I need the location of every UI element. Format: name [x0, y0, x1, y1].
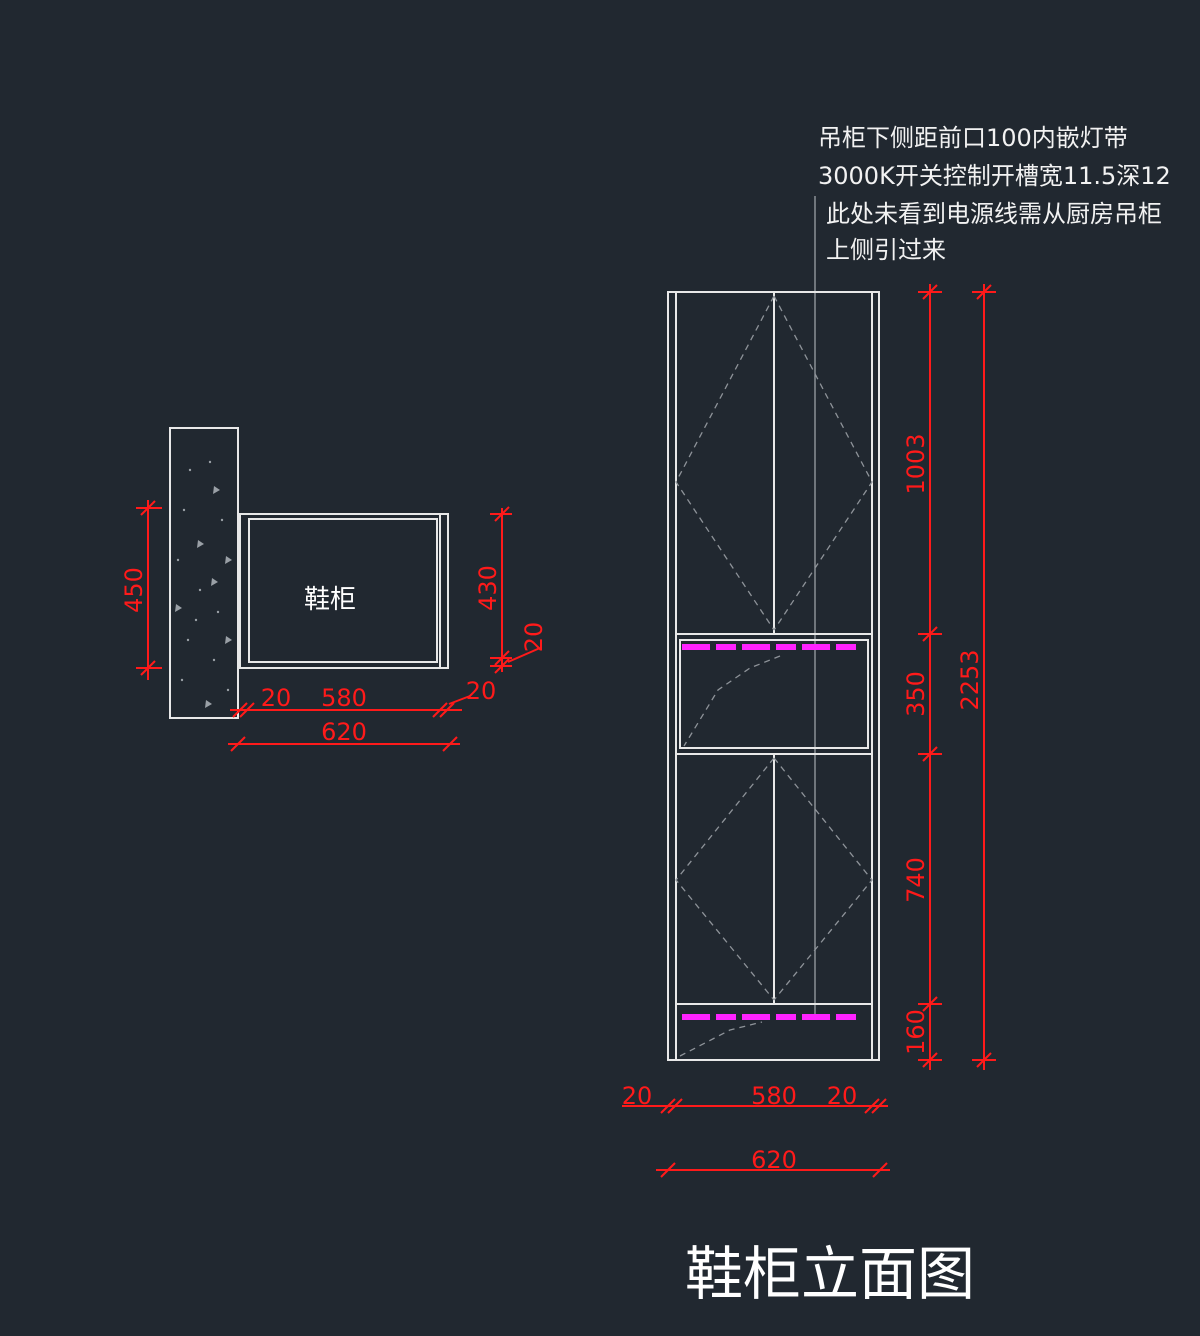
dim-elev-total-height: 2253	[956, 284, 996, 1070]
svg-text:580: 580	[321, 684, 367, 712]
lower-left-door-swing	[675, 757, 775, 1001]
svg-text:580: 580	[751, 1082, 797, 1110]
plan-view: 鞋柜 450 430 20	[120, 427, 548, 752]
plan-wall	[169, 427, 239, 719]
plan-cabinet-label: 鞋柜	[304, 585, 356, 615]
niche-hidden-line	[683, 655, 781, 747]
svg-text:620: 620	[321, 718, 367, 746]
dim-450: 450	[120, 500, 162, 680]
svg-text:1003: 1003	[902, 433, 930, 494]
dim-elev-vertical-segments: 1003 350 740 160	[902, 284, 942, 1070]
drawing-title: 鞋柜立面图	[685, 1240, 975, 1308]
plan-cabinet-outer	[239, 513, 449, 669]
plinth-hidden-line	[679, 1021, 763, 1057]
note-power-line1: 此处未看到电源线需从厨房吊柜	[826, 200, 1162, 228]
dim-plan-bottom-segments: 20 580 20	[230, 677, 497, 718]
note-led-line2: 3000K开关控制开槽宽11.5深12	[818, 162, 1171, 190]
note-power-line2: 上侧引过来	[826, 236, 946, 264]
note-led-line1: 吊柜下侧距前口100内嵌灯带	[818, 124, 1128, 152]
open-niche-inner	[679, 639, 869, 749]
svg-text:430: 430	[474, 565, 502, 611]
dim-elev-width-segments: 20 580 20	[622, 1082, 888, 1114]
dim-plan-total-620: 620	[228, 718, 460, 752]
svg-text:740: 740	[902, 857, 930, 903]
plan-cabinet-inner	[248, 518, 438, 663]
svg-text:20: 20	[622, 1082, 653, 1110]
dim-elev-total-width: 620	[656, 1146, 890, 1178]
svg-text:450: 450	[120, 567, 148, 613]
svg-text:20: 20	[827, 1082, 858, 1110]
svg-text:20: 20	[261, 684, 292, 712]
svg-text:350: 350	[902, 671, 930, 717]
svg-text:160: 160	[902, 1009, 930, 1055]
dim-430: 430 20	[474, 506, 548, 674]
svg-text:620: 620	[751, 1146, 797, 1174]
lower-right-door-swing	[773, 757, 873, 1001]
svg-text:20: 20	[520, 622, 548, 653]
svg-text:2253: 2253	[956, 649, 984, 710]
wall-concrete-hatch	[175, 460, 232, 708]
svg-text:20: 20	[466, 677, 497, 705]
upper-left-door-swing	[675, 295, 775, 631]
upper-right-door-swing	[773, 295, 873, 631]
elevation-view: 吊柜下侧距前口100内嵌灯带 3000K开关控制开槽宽11.5深12 此处未看到…	[622, 124, 1171, 1178]
